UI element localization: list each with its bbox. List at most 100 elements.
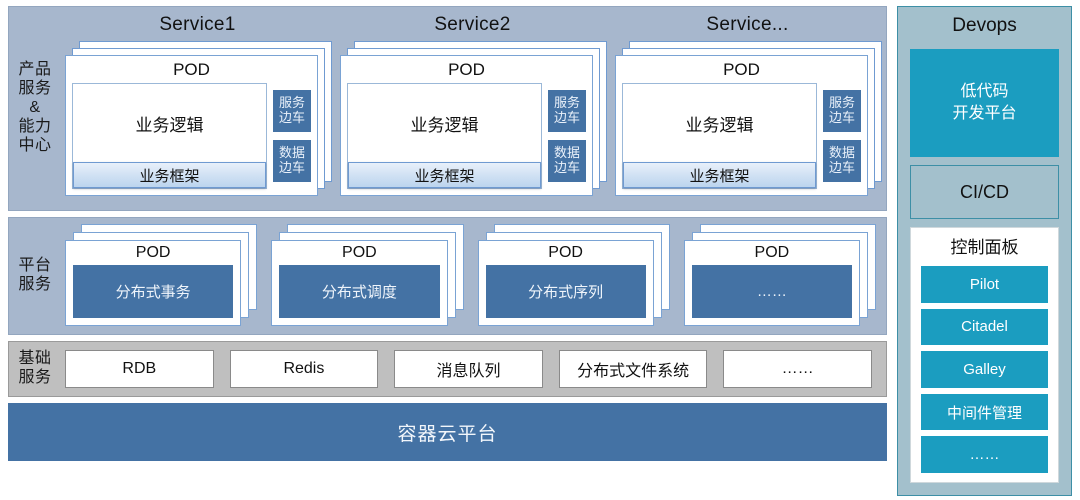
service-sidecar[interactable]: 服务 边车 (548, 90, 586, 132)
control-panel-button-more[interactable]: …… (921, 436, 1048, 473)
platform-service-label: 分布式调度 (279, 265, 440, 318)
platform-service-label: 分布式事务 (73, 265, 234, 318)
band-label-line: 服务 (18, 80, 52, 98)
service-card-2[interactable]: Service2 POD 业务逻辑 业务框架 (338, 9, 607, 204)
sidecar-line-2: 边车 (828, 110, 855, 125)
sidecar-group: 服务 边车 数据 边车 (548, 83, 586, 189)
service-sidecar[interactable]: 服务 边车 (273, 90, 311, 132)
platform-pod-card[interactable]: POD 分布式序列 (477, 240, 654, 326)
band-label-line: 产品 (18, 61, 52, 79)
sidecar-line-2: 边车 (553, 160, 580, 175)
lowcode-line-1: 低代码 (960, 83, 1009, 101)
band-label-line: 中心 (18, 136, 52, 154)
pod-content: 业务逻辑 业务框架 服务 边车 数据 (347, 83, 586, 189)
pod-title: POD (723, 60, 760, 79)
pod-card[interactable]: POD 业务逻辑 业务框架 服务 边车 (615, 55, 868, 196)
infra-item-message-queue[interactable]: 消息队列 (394, 350, 543, 388)
platform-stack-column: 产品 服务 & 能力 中心 Service1 POD (8, 6, 887, 461)
band-label-line: 平台 (18, 257, 52, 275)
lowcode-platform-card[interactable]: 低代码 开发平台 (910, 49, 1059, 157)
platform-service-label: 分布式序列 (485, 265, 646, 318)
business-framework-bar: 业务框架 (348, 162, 541, 188)
sidecar-line-2: 边车 (278, 160, 305, 175)
platform-pod-card[interactable]: POD 分布式事务 (65, 240, 242, 326)
sidecar-line-1: 数据 (278, 145, 305, 161)
pod-title: POD (342, 244, 377, 261)
business-logic-box: 业务逻辑 业务框架 (72, 83, 267, 189)
business-logic-box: 业务逻辑 业务框架 (347, 83, 542, 189)
band-label-product: 产品 服务 & 能力 中心 (9, 7, 61, 210)
platform-pod-stack-3[interactable]: POD 分布式序列 (477, 224, 670, 326)
pod-content: 业务逻辑 业务框架 服务 边车 数据 (622, 83, 861, 189)
band-label-line: 基础 (18, 350, 52, 368)
infra-item-rdb[interactable]: RDB (65, 350, 214, 388)
data-sidecar[interactable]: 数据 边车 (823, 140, 861, 182)
platform-service-label: …… (691, 265, 852, 318)
control-panel-button-pilot[interactable]: Pilot (921, 266, 1048, 303)
sidecar-line-1: 服务 (553, 95, 580, 111)
business-logic-label: 业务逻辑 (135, 115, 204, 135)
control-panel-button-galley[interactable]: Galley (921, 351, 1048, 388)
business-logic-label: 业务逻辑 (410, 115, 479, 135)
devops-title: Devops (952, 15, 1017, 36)
pod-content: 业务逻辑 业务框架 服务 边车 数据 (72, 83, 311, 189)
pod-title: POD (448, 60, 485, 79)
service-title: Service1 (159, 14, 236, 35)
pod-card[interactable]: POD 业务逻辑 业务框架 服务 边车 (340, 55, 593, 196)
lowcode-line-2: 开发平台 (952, 105, 1017, 122)
sidecar-line-2: 边车 (553, 110, 580, 125)
platform-pod-card[interactable]: POD 分布式调度 (271, 240, 448, 326)
business-logic-box: 业务逻辑 业务框架 (622, 83, 817, 189)
band-product-services: 产品 服务 & 能力 中心 Service1 POD (8, 6, 887, 211)
business-framework-bar: 业务框架 (623, 162, 816, 188)
band-platform-services: 平台 服务 POD 分布式事务 POD 分布式调 (8, 217, 887, 335)
platform-pod-card[interactable]: POD …… (683, 240, 860, 326)
band-label-line: 服务 (18, 276, 52, 293)
band-label-platform: 平台 服务 (9, 218, 61, 334)
business-framework-bar: 业务框架 (73, 162, 266, 188)
business-logic-label: 业务逻辑 (685, 115, 754, 135)
control-panel-title: 控制面板 (950, 238, 1019, 257)
pod-stack: POD 业务逻辑 业务框架 服务 边车 (615, 41, 882, 196)
platform-pod-stack-4[interactable]: POD …… (683, 224, 876, 326)
pod-card[interactable]: POD 业务逻辑 业务框架 服务 边车 (65, 55, 318, 196)
data-sidecar[interactable]: 数据 边车 (273, 140, 311, 182)
pod-title: POD (173, 60, 210, 79)
infra-item-distributed-file-system[interactable]: 分布式文件系统 (558, 350, 708, 388)
platform-pod-stack-2[interactable]: POD 分布式调度 (271, 224, 464, 326)
sidecar-line-1: 服务 (828, 95, 855, 111)
pod-title: POD (754, 244, 790, 261)
service-title: Service... (706, 14, 789, 35)
band-infrastructure-services: 基础 服务 RDB Redis 消息队列 分布式文件系统 …… (8, 341, 887, 397)
band-label-line: & (29, 99, 41, 117)
infra-item-more[interactable]: …… (723, 350, 872, 388)
sidecar-line-2: 边车 (278, 110, 305, 125)
service-card-1[interactable]: Service1 POD 业务逻辑 业务框架 (63, 9, 332, 204)
control-panel-button-middleware[interactable]: 中间件管理 (921, 393, 1048, 431)
sidecar-line-1: 数据 (828, 145, 855, 161)
data-sidecar[interactable]: 数据 边车 (548, 140, 586, 182)
sidecar-line-2: 边车 (828, 160, 855, 175)
control-panel-button-citadel[interactable]: Citadel (921, 308, 1048, 346)
sidecar-group: 服务 边车 数据 边车 (823, 83, 861, 189)
band-body-product: Service1 POD 业务逻辑 业务框架 (61, 7, 886, 210)
sidecar-group: 服务 边车 数据 边车 (273, 83, 311, 189)
band-label-line: 能力 (18, 117, 52, 135)
devops-sidebar: Devops 低代码 开发平台 CI/CD 控制面板 Pilot Citadel… (895, 0, 1080, 500)
infra-item-redis[interactable]: Redis (229, 350, 379, 388)
pod-title: POD (548, 244, 583, 261)
service-title: Service2 (434, 14, 511, 35)
band-body-platform: POD 分布式事务 POD 分布式调度 POD (61, 218, 886, 334)
service-card-3[interactable]: Service... POD 业务逻辑 业务框架 (613, 9, 882, 204)
pod-stack: POD 业务逻辑 业务框架 服务 边车 (340, 41, 607, 196)
control-panel: 控制面板 Pilot Citadel Galley 中间件管理 …… (910, 227, 1059, 483)
service-sidecar[interactable]: 服务 边车 (823, 90, 861, 132)
container-cloud-platform-bar: 容器云平台 (8, 403, 887, 461)
sidecar-line-1: 服务 (278, 95, 305, 111)
band-body-infrastructure: RDB Redis 消息队列 分布式文件系统 …… (61, 342, 886, 396)
cicd-card[interactable]: CI/CD (910, 165, 1059, 219)
platform-pod-stack-1[interactable]: POD 分布式事务 (65, 224, 258, 326)
band-label-infrastructure: 基础 服务 (9, 342, 61, 396)
sidecar-line-1: 数据 (553, 145, 580, 161)
